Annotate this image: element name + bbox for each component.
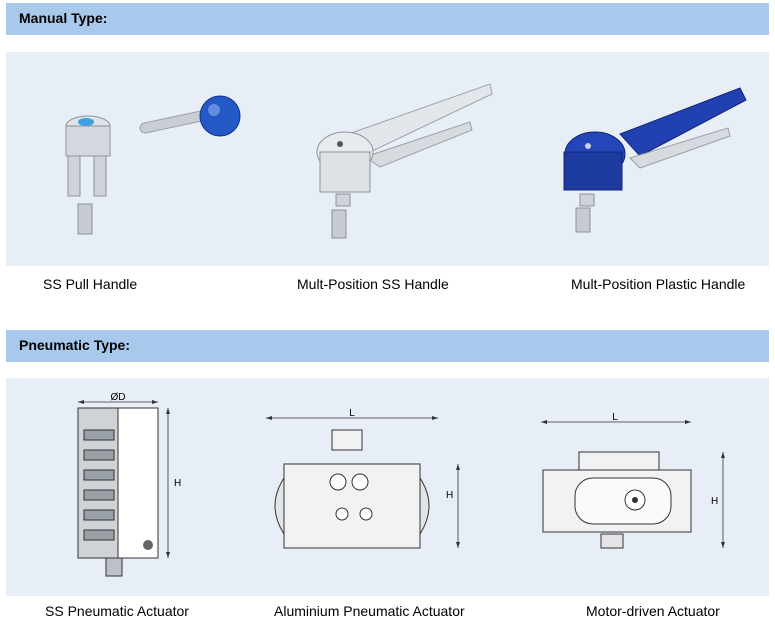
caption-motor-driven-actuator: Motor-driven Actuator (586, 603, 720, 619)
ss-actuator-dim-height: H (174, 478, 181, 489)
aluminium-pneumatic-actuator-drawing: L H (266, 408, 460, 549)
caption-aluminium-pneumatic-actuator: Aluminium Pneumatic Actuator (274, 603, 465, 619)
manual-type-header: Manual Type: (6, 3, 769, 35)
ss-actuator-dim-diameter: ØD (111, 392, 126, 403)
ss-pneumatic-actuator-drawing: ØD H (77, 392, 181, 577)
motor-actuator-dim-height: H (711, 496, 718, 507)
motor-actuator-dim-length: L (612, 412, 618, 423)
aluminium-actuator-dim-length: L (349, 408, 355, 419)
motor-driven-actuator-drawing: L H (541, 412, 725, 549)
caption-ss-pneumatic-actuator: SS Pneumatic Actuator (45, 603, 189, 619)
ss-pull-handle-image (65, 95, 241, 235)
aluminium-actuator-dim-height: H (446, 490, 453, 501)
caption-mult-position-ss-handle: Mult-Position SS Handle (297, 276, 449, 292)
caption-mult-position-plastic-handle: Mult-Position Plastic Handle (571, 276, 746, 292)
mult-position-ss-handle-image (316, 83, 493, 239)
caption-ss-pull-handle: SS Pull Handle (43, 276, 138, 292)
mult-position-plastic-handle-image (563, 87, 747, 233)
pneumatic-type-header: Pneumatic Type: (6, 330, 769, 362)
